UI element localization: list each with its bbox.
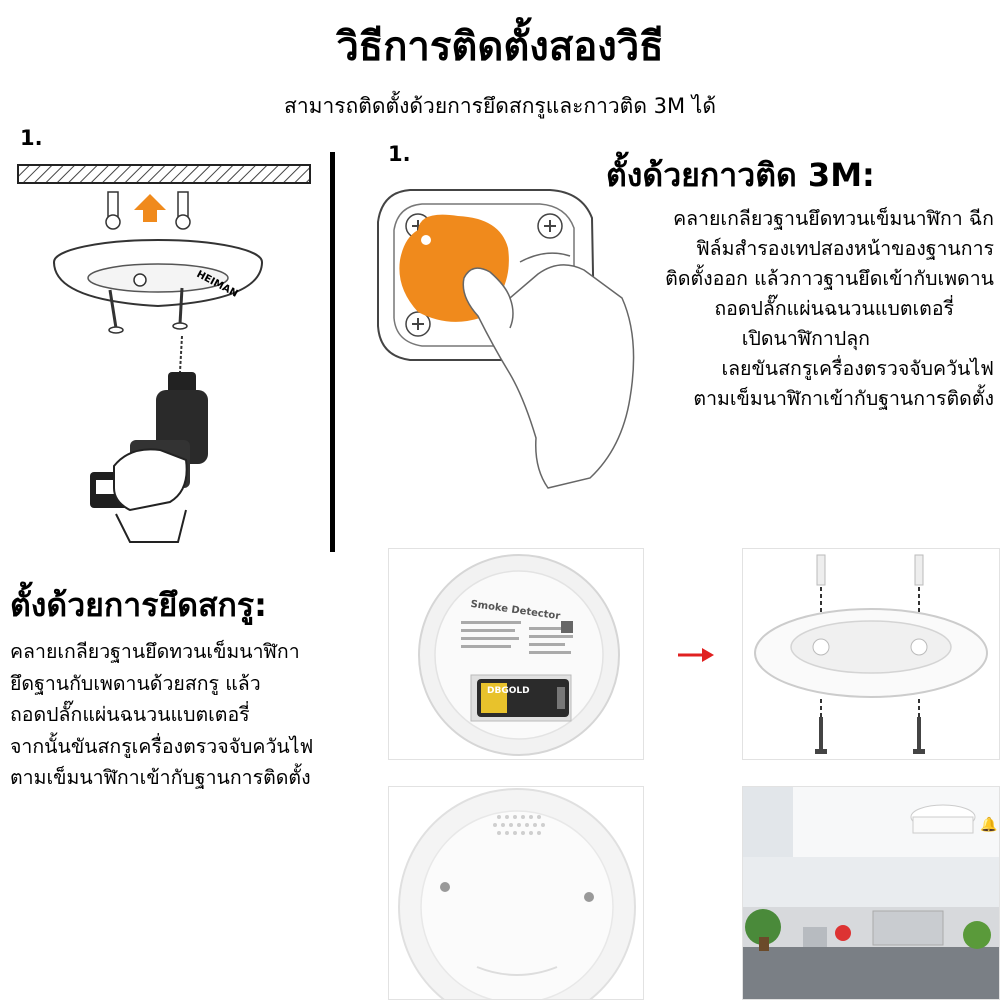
battery-brand: DBGOLD <box>487 686 530 696</box>
screw-heading: ตั้งด้วยการยึดสกรู: <box>10 586 267 624</box>
speaker-grille <box>493 815 545 835</box>
adhesive-line: ถอดปลั๊กแผ่นฉนวนแบตเตอรี่ <box>714 297 954 320</box>
page-title: วิธีการติดตั้งสองวิธี <box>336 24 664 70</box>
tape-hole <box>421 235 431 245</box>
adhesive-line: เปิดนาฬิกาปลุก <box>741 327 870 350</box>
adhesive-line: คลายเกลียวฐานยึดทวนเข็มนาฬิกา ฉีก <box>673 207 994 230</box>
screw-line: ถอดปลั๊กแผ่นฉนวนแบตเตอรี่ <box>10 703 250 726</box>
wall-anchor-right <box>175 191 191 230</box>
adhesive-line: ฟิล์มสำรองเทปสองหน้าของฐานการ <box>695 237 994 260</box>
alarm-icon: 🔔 <box>980 816 997 833</box>
anchor-right <box>914 554 924 586</box>
ceiling-slab <box>17 164 311 184</box>
photo-kitchen-installation: 🔔 <box>742 786 1000 1000</box>
adhesive-line: เลยขันสกรูเครื่องตรวจจับควันไฟ <box>721 357 994 380</box>
power-drill-icon <box>90 372 208 543</box>
screw-mounting-illustration: HEIMAN <box>17 164 311 543</box>
screw-photo-right <box>913 717 925 754</box>
adhesive-line: ติดตั้งออก แล้วกาวฐานยึดเข้ากับเพดาน <box>665 267 994 290</box>
screw-line: คลายเกลียวฐานยึดทวนเข็มนาฬิกา <box>10 640 300 663</box>
anchor-left <box>816 554 826 586</box>
step-number-adhesive: 1. <box>388 142 411 166</box>
screw-line: ตามเข็มนาฬิกาเข้ากับฐานการติดตั้ง <box>10 766 311 789</box>
screw-line: ยึดฐานกับเพดานด้วยสกรู แล้ว <box>10 671 261 695</box>
screw-instructions: คลายเกลียวฐานยึดทวนเข็มนาฬิกา ยึดฐานกับเ… <box>10 636 313 794</box>
screw-line: จากนั้นขันสกรูเครื่องตรวจจับควันไฟ <box>10 734 314 758</box>
adhesive-heading: ตั้งด้วยกาวติด 3M: <box>606 156 875 194</box>
adhesive-mounting-illustration <box>377 189 635 489</box>
section-divider <box>330 152 335 552</box>
wall-anchor-left <box>105 191 121 230</box>
photo-detector-battery: Smoke Detector DBGOLD <box>388 548 644 760</box>
screw-right <box>172 287 188 330</box>
drill-bit <box>179 335 183 373</box>
step-number-screw: 1. <box>20 126 43 150</box>
photo-detector-front <box>388 786 644 1000</box>
mounting-base <box>53 239 263 308</box>
arrow-right-icon <box>678 648 714 662</box>
adhesive-instructions: คลายเกลียวฐานยึดทวนเข็มนาฬิกา ฉีก ฟิล์มส… <box>514 204 994 414</box>
hand-peeling-icon <box>462 252 635 489</box>
arrow-up-icon <box>134 194 166 222</box>
adhesive-line: ตามเข็มนาฬิกาเข้ากับฐานการติดตั้ง <box>693 387 994 410</box>
screw-photo-left <box>815 717 827 754</box>
page-subtitle: สามารถติดตั้งด้วยการยึดสกรูและกาวติด 3M … <box>284 94 716 118</box>
photo-base-screws <box>742 548 1000 760</box>
screw-left <box>108 289 124 334</box>
